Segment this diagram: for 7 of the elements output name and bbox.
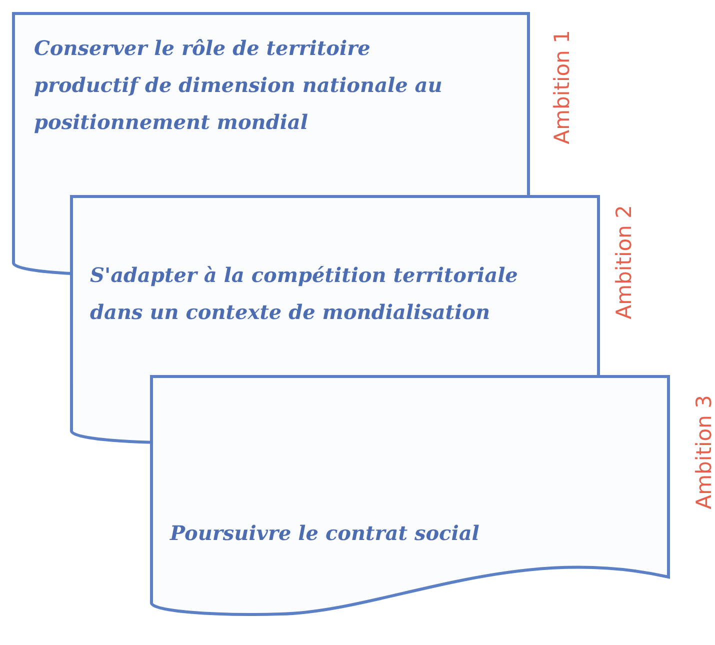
side-label: Ambition 2 [612, 205, 636, 320]
node-text: S'adapter à la compétition territoriale dans un contexte de mondialisation [90, 262, 519, 326]
side-label: Ambition 3 [692, 395, 715, 510]
document-shape [150, 375, 670, 617]
node-text: Conserver le rôle de territoire productif de dimension nationale au positionnement mondial [34, 35, 444, 136]
node-text: Poursuivre le contrat social [170, 520, 480, 547]
side-label: Ambition 1 [550, 30, 574, 144]
